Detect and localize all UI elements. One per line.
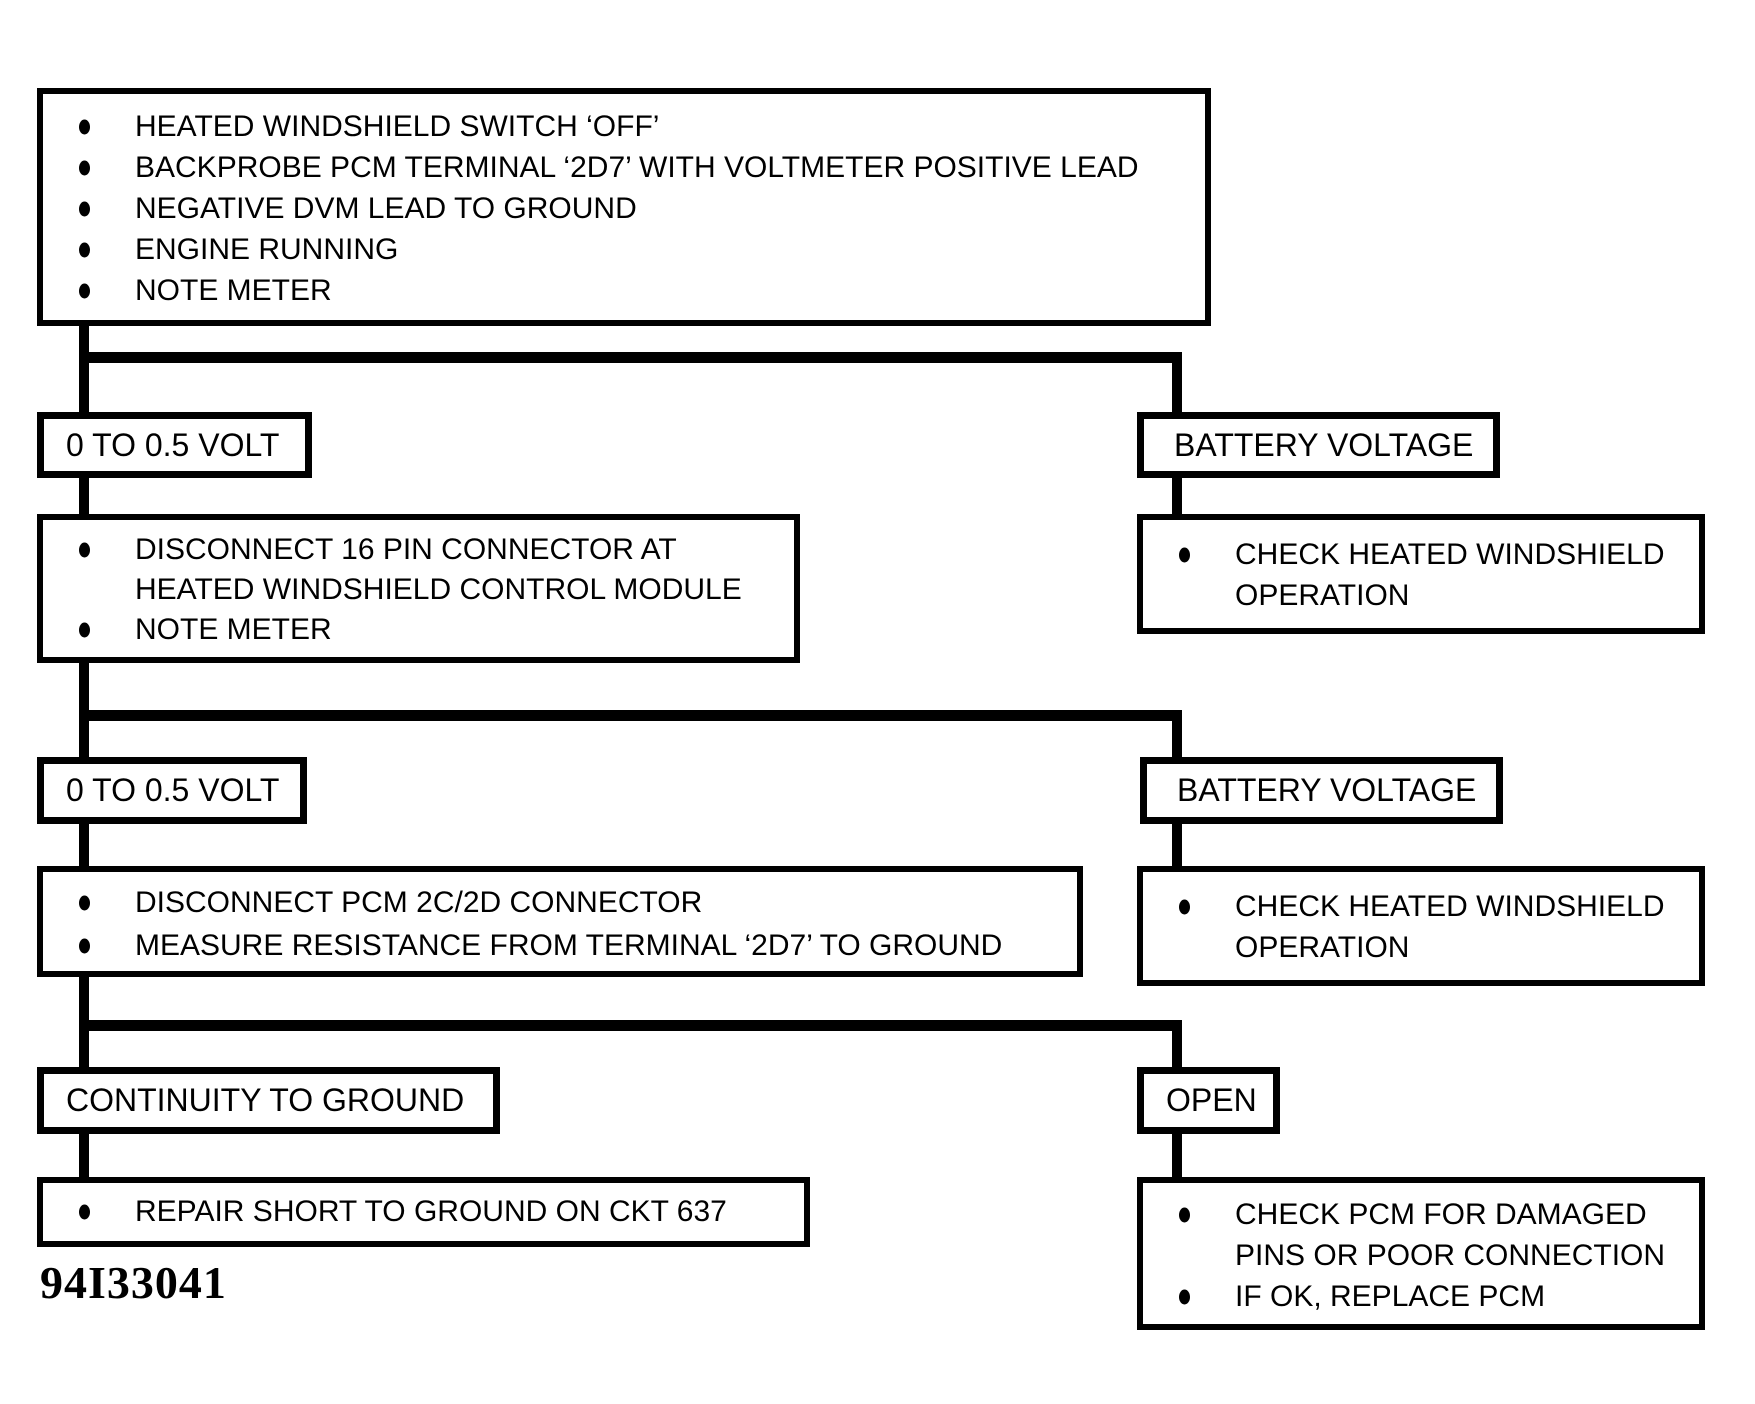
node-result-open: OPEN xyxy=(1137,1067,1280,1134)
bullet-line: DISCONNECT PCM 2C/2D CONNECTOR xyxy=(43,881,1077,924)
connector-drop-3-right xyxy=(1172,1020,1182,1067)
bullet-line: CHECK HEATED WINDSHIELD xyxy=(1143,534,1699,575)
node-check-operation-1: CHECK HEATED WINDSHIELD OPERATION xyxy=(1137,514,1705,634)
bullet-line: NOTE METER xyxy=(43,270,1205,311)
step-text: REPAIR SHORT TO GROUND ON CKT 637 xyxy=(135,1195,727,1228)
figure-id-label: 94I33041 xyxy=(40,1257,227,1308)
result-label: CONTINUITY TO GROUND xyxy=(66,1082,465,1118)
bullet-icon xyxy=(79,938,90,953)
step-text: NOTE METER xyxy=(135,613,332,646)
bullet-icon xyxy=(79,242,90,257)
bullet-icon xyxy=(79,201,90,216)
node-check-pcm: CHECK PCM FOR DAMAGED PINS OR POOR CONNE… xyxy=(1137,1177,1705,1330)
node-disconnect-pcm: DISCONNECT PCM 2C/2D CONNECTOR MEASURE R… xyxy=(37,866,1083,977)
node-repair-short: REPAIR SHORT TO GROUND ON CKT 637 xyxy=(37,1177,810,1247)
step-text: ENGINE RUNNING xyxy=(135,233,399,266)
node-result-low-volt-2: 0 TO 0.5 VOLT xyxy=(37,757,307,824)
bullet-line: HEATED WINDSHIELD SWITCH ‘OFF’ xyxy=(43,106,1205,147)
step-text: NOTE METER xyxy=(135,274,332,307)
bullet-line: NOTE METER xyxy=(43,610,794,650)
connector-stem-start xyxy=(79,326,89,412)
bullet-line: IF OK, REPLACE PCM xyxy=(1143,1276,1699,1317)
bullet-line-continued: HEATED WINDSHIELD CONTROL MODULE xyxy=(43,570,794,610)
connector-stem-battery2 xyxy=(1172,824,1182,866)
connector-stem-battery1 xyxy=(1172,478,1182,514)
bullet-icon xyxy=(79,1204,90,1220)
result-label: BATTERY VOLTAGE xyxy=(1174,426,1474,463)
bullet-icon xyxy=(79,283,90,298)
bullet-line: DISCONNECT 16 PIN CONNECTOR AT xyxy=(43,530,794,570)
step-text: CHECK PCM FOR DAMAGED xyxy=(1235,1198,1647,1231)
step-text: DISCONNECT PCM 2C/2D CONNECTOR xyxy=(135,886,703,919)
bullet-icon xyxy=(79,542,90,558)
connector-drop-1-right xyxy=(1172,352,1182,412)
bullet-line-continued: PINS OR POOR CONNECTION xyxy=(1143,1235,1699,1276)
step-text: HEATED WINDSHIELD CONTROL MODULE xyxy=(135,573,742,606)
bullet-icon xyxy=(1179,1207,1190,1222)
bullet-icon xyxy=(79,119,90,134)
node-disconnect-16pin: DISCONNECT 16 PIN CONNECTOR AT HEATED WI… xyxy=(37,514,800,663)
connector-stem-lowvolt1 xyxy=(79,478,89,514)
bullet-icon xyxy=(1179,547,1190,562)
bullet-line: REPAIR SHORT TO GROUND ON CKT 637 xyxy=(43,1197,804,1227)
step-text: DISCONNECT 16 PIN CONNECTOR AT xyxy=(135,533,677,566)
step-text: IF OK, REPLACE PCM xyxy=(1235,1280,1546,1313)
result-label: 0 TO 0.5 VOLT xyxy=(66,772,280,808)
connector-stem-continuity xyxy=(79,1134,89,1177)
step-text: OPERATION xyxy=(1235,931,1410,964)
step-text: PINS OR POOR CONNECTION xyxy=(1235,1239,1666,1272)
node-check-operation-2: CHECK HEATED WINDSHIELD OPERATION xyxy=(1137,866,1705,986)
bullet-icon xyxy=(79,622,90,638)
bullet-line: CHECK HEATED WINDSHIELD xyxy=(1143,886,1699,927)
bullet-line-continued: OPERATION xyxy=(1143,575,1699,616)
node-result-continuity: CONTINUITY TO GROUND xyxy=(37,1067,500,1134)
node-start: HEATED WINDSHIELD SWITCH ‘OFF’ BACKPROBE… xyxy=(37,88,1211,326)
bullet-icon xyxy=(79,160,90,175)
step-text: HEATED WINDSHIELD SWITCH ‘OFF’ xyxy=(135,110,660,143)
connector-branch-1 xyxy=(79,352,1182,363)
connector-branch-2 xyxy=(79,710,1182,721)
step-text: CHECK HEATED WINDSHIELD xyxy=(1235,890,1665,923)
bullet-icon xyxy=(79,895,90,910)
connector-branch-3 xyxy=(79,1020,1182,1031)
node-result-battery-voltage-2: BATTERY VOLTAGE xyxy=(1140,757,1503,824)
node-result-low-volt-1: 0 TO 0.5 VOLT xyxy=(37,412,312,478)
connector-stem-open xyxy=(1172,1134,1182,1177)
bullet-icon xyxy=(1179,899,1190,914)
step-text: CHECK HEATED WINDSHIELD xyxy=(1235,538,1665,571)
bullet-line: NEGATIVE DVM LEAD TO GROUND xyxy=(43,188,1205,229)
bullet-line-continued: OPERATION xyxy=(1143,927,1699,968)
step-text: BACKPROBE PCM TERMINAL ‘2D7’ WITH VOLTME… xyxy=(135,151,1139,184)
result-label: OPEN xyxy=(1166,1082,1257,1118)
step-text: OPERATION xyxy=(1235,579,1410,612)
bullet-line: CHECK PCM FOR DAMAGED xyxy=(1143,1194,1699,1235)
bullet-icon xyxy=(1179,1289,1190,1304)
node-result-battery-voltage-1: BATTERY VOLTAGE xyxy=(1137,412,1500,478)
result-label: 0 TO 0.5 VOLT xyxy=(66,426,280,463)
step-text: MEASURE RESISTANCE FROM TERMINAL ‘2D7’ T… xyxy=(135,929,1003,962)
bullet-line: ENGINE RUNNING xyxy=(43,229,1205,270)
bullet-line: BACKPROBE PCM TERMINAL ‘2D7’ WITH VOLTME… xyxy=(43,147,1205,188)
result-label: BATTERY VOLTAGE xyxy=(1177,772,1477,808)
connector-stem-lowvolt2 xyxy=(79,824,89,866)
step-text: NEGATIVE DVM LEAD TO GROUND xyxy=(135,192,637,225)
connector-drop-2-right xyxy=(1172,710,1182,757)
bullet-line: MEASURE RESISTANCE FROM TERMINAL ‘2D7’ T… xyxy=(43,924,1077,967)
